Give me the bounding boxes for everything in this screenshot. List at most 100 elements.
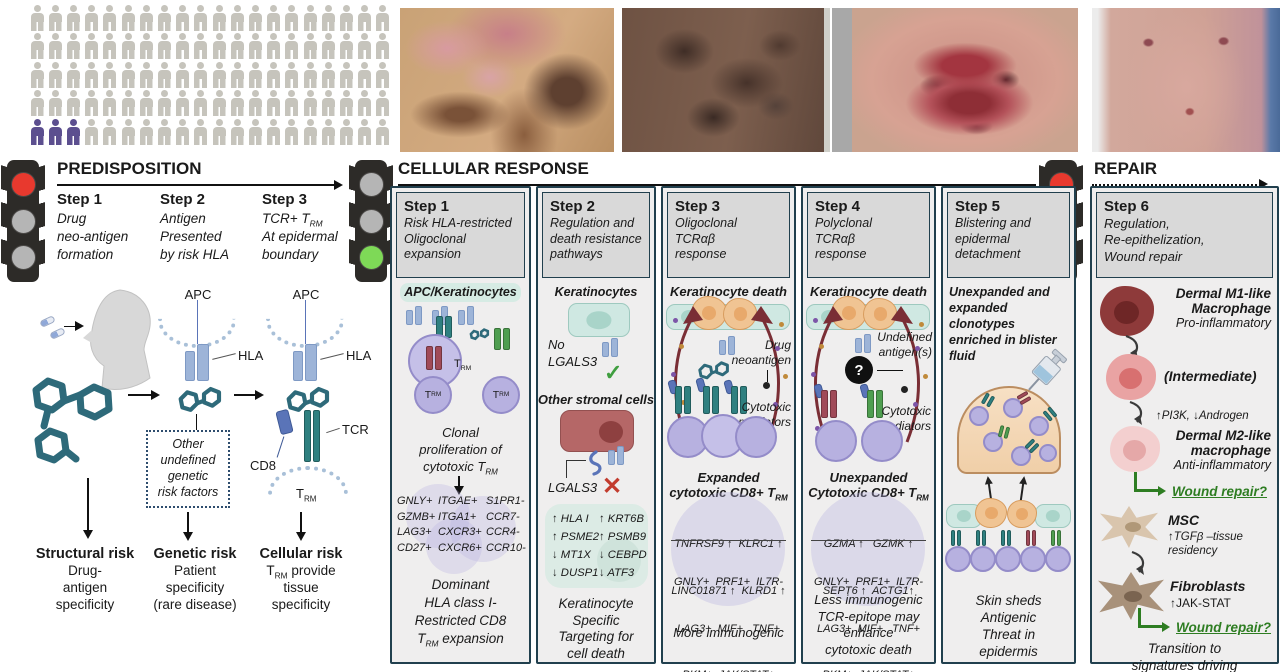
panel-step6-header: Step 6 Regulation, Re-epithelization, Wo… [1096, 192, 1273, 278]
blister-t-cell [983, 432, 1003, 452]
panel-step1-header: Step 1 Risk HLA-restricted Oligoclonal e… [396, 192, 525, 278]
person-icon [192, 61, 210, 89]
population-grid [28, 4, 392, 146]
hla-icon [602, 338, 618, 357]
person-icon [210, 32, 228, 60]
pointer-dot [901, 386, 908, 393]
step-title: Step 3 [675, 198, 721, 215]
genetic-risk-desc: Patient specificity (rare disease) [153, 563, 237, 612]
clonal-proliferation-caption: Clonal proliferation of cytotoxic TRM [419, 425, 502, 477]
traffic-light-cellular-response [348, 158, 394, 284]
hla-icon [608, 446, 624, 465]
genetic-risk-factors-box: Other undefined genetic risk factors [146, 430, 230, 508]
hla-pointer-line [212, 353, 236, 360]
drug-neoantigen-label: Drug neoantigen [731, 338, 791, 367]
m2-macrophage-label: Dermal M2-like macrophage Anti-inflammat… [1173, 428, 1271, 472]
stromal-cell-nucleus [599, 421, 623, 443]
wound-repair-label: Wound repair? [1176, 620, 1272, 635]
person-icon [137, 118, 155, 146]
person-icon-affected [64, 118, 82, 146]
person-icon [28, 32, 46, 60]
predisposition-step-2: Step 2 Antigen Presented by risk HLA [160, 191, 260, 263]
hla-icon [293, 344, 317, 381]
person-icon [28, 89, 46, 117]
presented-antigen-molecule [286, 386, 330, 412]
gray-light-icon [358, 208, 384, 234]
cell-cluster-bg [426, 518, 482, 574]
person-icon [83, 4, 101, 32]
syringe-icon [1028, 348, 1067, 391]
person-icon [155, 61, 173, 89]
person-icon [174, 61, 192, 89]
gene-list-step1-col3: S1PR1- CCR7- CCR4- CCR10- [486, 495, 526, 554]
person-icon [283, 118, 301, 146]
person-head-silhouette [83, 289, 151, 391]
person-icon [119, 118, 137, 146]
person-icon [228, 61, 246, 89]
person-icon [101, 4, 119, 32]
gene-box-bg [597, 538, 641, 582]
msc-label: MSC [1168, 512, 1200, 528]
person-icon [319, 89, 337, 117]
person-icon [119, 32, 137, 60]
hla-label: HLA [346, 348, 372, 363]
lgals3-molecule-icon [589, 450, 602, 476]
person-icon-affected [46, 118, 64, 146]
gene-list-step1-col1: GNLY+ GZMB+ LAG3+ CD27+ [397, 495, 436, 554]
hla-icon [406, 306, 422, 325]
person-icon [319, 118, 337, 146]
person-icon [101, 118, 119, 146]
gene-divider [671, 540, 786, 541]
cellular-response-underline [398, 184, 1036, 186]
person-icon [301, 89, 319, 117]
person-icon [228, 118, 246, 146]
check-icon: ✓ [604, 360, 623, 385]
gray-light-icon [10, 245, 36, 271]
person-icon [155, 118, 173, 146]
gene-list-step4-bottom: GNLY+ PRF1+ IL7R- LAG3+ MIF+ TNF+ PKM+ J… [813, 576, 924, 672]
fibroblast-nucleus [1124, 591, 1142, 602]
down-arrow [454, 476, 464, 495]
panel2-bottom-caption: Keratinocyte Specific Targeting for cell… [558, 596, 634, 661]
question-mark-icon: ? [845, 356, 873, 384]
blister-t-cell [1039, 444, 1057, 462]
pointer-dot [763, 382, 770, 389]
person-icon [137, 32, 155, 60]
tcr-icon [980, 392, 996, 408]
trm-cell [1045, 546, 1071, 572]
person-icon [119, 61, 137, 89]
panel6-bottom-caption: Transition to signatures driving re-epit… [1131, 641, 1238, 672]
person-icon [356, 118, 374, 146]
person-icon [174, 32, 192, 60]
person-icon [46, 32, 64, 60]
gene-list-step1-col2: ITGAE+ ITGA1+ CXCR3+ CXCR6+ [438, 495, 482, 554]
person-icon [301, 32, 319, 60]
person-icon [228, 4, 246, 32]
person-icon [64, 61, 82, 89]
panel-step4: Step 4 Polyclonal TCRαβ response Keratin… [801, 186, 936, 672]
drug-molecule-icon [469, 328, 490, 341]
predisposition-step-2-desc: Antigen Presented by risk HLA [160, 211, 230, 262]
person-icon [210, 118, 228, 146]
cell-cluster-bg [450, 496, 516, 562]
hla-icon [458, 306, 474, 325]
tcr-icon [997, 424, 1011, 440]
person-icon [337, 4, 355, 32]
step-title: Step 1 [404, 198, 450, 215]
person-icon [192, 4, 210, 32]
person-icon [46, 61, 64, 89]
person-icon [192, 89, 210, 117]
person-icon [246, 4, 264, 32]
step-desc: Blistering and epidermal detachment [955, 216, 1031, 262]
person-icon [246, 89, 264, 117]
cell-cluster-bg [406, 484, 470, 548]
msc-nucleus [1125, 522, 1141, 532]
section-label: Keratinocytes [554, 285, 638, 299]
intermediate-macrophage-cell [1106, 354, 1156, 400]
person-icon [265, 89, 283, 117]
cell-bg [671, 492, 785, 606]
mediator-dots [673, 318, 678, 323]
dying-keratinocyte-cell [1007, 500, 1037, 528]
clinical-photo-lip-erosions [852, 8, 1078, 152]
